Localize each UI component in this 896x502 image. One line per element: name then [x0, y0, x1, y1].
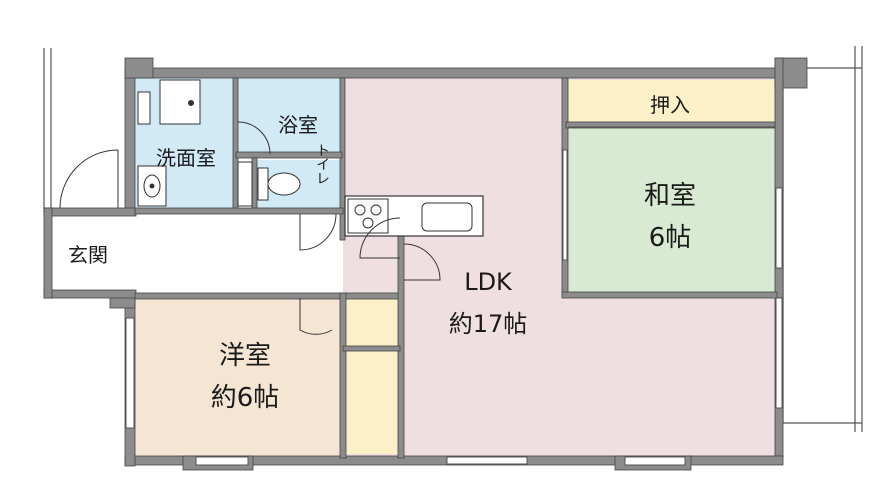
kitchen-counter — [344, 195, 484, 237]
toilet-label: トイレ — [314, 143, 330, 185]
toilet-fixture — [237, 161, 301, 207]
yokushitsu-floor — [236, 78, 340, 154]
closet-upper-floor — [346, 298, 398, 346]
yoshitsu-name: 洋室 — [219, 341, 271, 371]
closet-lower-floor — [346, 350, 398, 454]
door-swings — [59, 121, 441, 335]
balcony-right — [782, 46, 863, 432]
washitsu-floor — [566, 126, 775, 294]
genkan-label: 玄関 — [68, 243, 108, 267]
oshiire-label: 押入 — [650, 93, 690, 117]
senmenjo-label: 洗面室 — [156, 146, 216, 170]
windows — [125, 149, 783, 466]
ldk-size: 約17帖 — [449, 310, 528, 338]
washbasin-fixture — [137, 165, 167, 207]
washitsu-name: 和室 — [644, 181, 696, 211]
washer-fixture — [137, 79, 201, 125]
yoshitsu-floor — [133, 298, 343, 456]
balcony-left — [43, 48, 52, 212]
yoshitsu-size: 約6帖 — [211, 383, 280, 413]
ldk-name: LDK — [464, 268, 513, 296]
washitsu-size: 6帖 — [649, 223, 692, 253]
yokushitsu-label: 浴室 — [278, 113, 318, 137]
oshiire-floor — [566, 80, 775, 124]
